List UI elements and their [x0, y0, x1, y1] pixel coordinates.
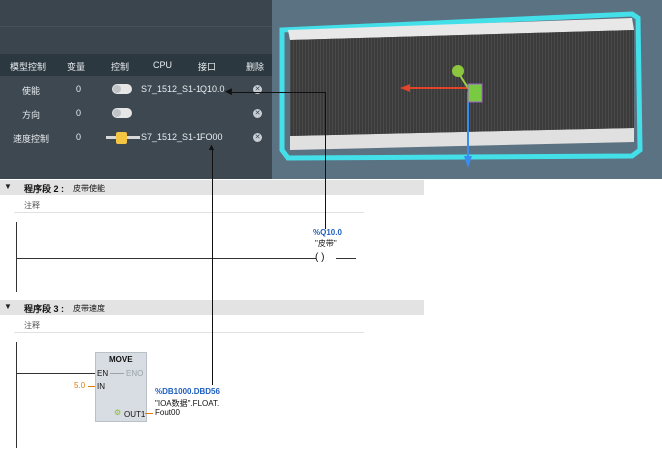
move-instruction-box[interactable]	[95, 352, 147, 422]
row-enable-name: 使能	[22, 86, 41, 96]
comment-divider	[14, 212, 364, 213]
conveyor-belt-model	[272, 0, 662, 179]
slider-thumb[interactable]	[116, 132, 127, 144]
move-title: MOVE	[109, 355, 133, 364]
row-direction-value: 0	[76, 108, 82, 118]
rung-wire	[16, 258, 316, 259]
coil-symbol[interactable]: ( )	[315, 252, 325, 263]
panel-header-row	[0, 54, 272, 76]
row-speed-cpu: S7_1512_S1-1	[141, 132, 202, 142]
row-enable-value: 0	[76, 84, 82, 94]
row-speed-interface[interactable]: FO00	[200, 132, 223, 142]
rung-wire-end	[336, 258, 356, 259]
row-speed-name: 速度控制	[13, 134, 50, 144]
panel-divider	[0, 26, 272, 27]
segment-2-label: 程序段 2 :	[24, 184, 65, 194]
delete-icon[interactable]: ✕	[253, 85, 262, 94]
header-control: 控制	[111, 62, 130, 72]
panel-top-area	[0, 0, 272, 54]
header-cpu: CPU	[153, 60, 173, 70]
3d-viewport[interactable]	[272, 0, 662, 179]
out-wire	[145, 413, 153, 414]
arrow-left-icon: ◀	[225, 86, 232, 96]
pin-out1: OUT1	[124, 410, 146, 419]
in-wire	[88, 386, 95, 387]
in-value[interactable]: 5.0	[74, 381, 86, 390]
left-power-rail	[16, 222, 17, 292]
segment-3-label: 程序段 3 :	[24, 304, 65, 314]
delete-icon[interactable]: ✕	[253, 133, 262, 142]
direction-toggle[interactable]	[112, 108, 132, 118]
collapse-triangle-icon[interactable]: ▼	[4, 182, 12, 191]
connector-q10-horizontal	[232, 92, 326, 93]
pin-in: IN	[97, 382, 105, 391]
enable-toggle[interactable]	[112, 84, 132, 94]
header-model-control: 模型控制	[10, 62, 47, 72]
out-name[interactable]: Fout00	[155, 408, 180, 417]
coil-tag[interactable]: "皮带"	[315, 239, 337, 248]
rung-wire	[16, 373, 95, 374]
out-tag[interactable]: "IOA数据".FLOAT.	[155, 399, 220, 408]
coil-address[interactable]: %Q10.0	[313, 228, 342, 237]
pin-en: EN	[97, 369, 109, 378]
row-speed-value: 0	[76, 132, 82, 142]
en-eno-link	[110, 373, 124, 374]
header-interface: 接口	[198, 62, 217, 72]
header-variable: 变量	[67, 62, 86, 72]
out-pin-icon: ⚙	[114, 408, 122, 417]
out-address[interactable]: %DB1000.DBD56	[155, 387, 220, 396]
pin-eno: ENO	[126, 369, 144, 378]
toggle-knob	[113, 109, 121, 117]
left-power-rail	[16, 342, 17, 448]
row-enable-cpu: S7_1512_S1-1	[141, 84, 202, 94]
toggle-knob	[113, 85, 121, 93]
segment-3-name: 皮带速度	[73, 304, 105, 313]
segment-3-comment[interactable]: 注释	[24, 321, 40, 330]
delete-icon[interactable]: ✕	[253, 109, 262, 118]
segment-2-comment[interactable]: 注释	[24, 201, 40, 210]
header-delete: 删除	[246, 62, 265, 72]
row-enable-interface[interactable]: Q10.0	[200, 84, 225, 94]
arrow-up-icon: ▲	[207, 142, 216, 152]
connector-q10-vertical	[325, 92, 326, 229]
row-direction-name: 方向	[22, 110, 41, 120]
collapse-triangle-icon[interactable]: ▼	[4, 302, 12, 311]
connector-fo00-vertical	[212, 148, 213, 385]
segment-2-name: 皮带使能	[73, 184, 105, 193]
comment-divider	[14, 332, 364, 333]
